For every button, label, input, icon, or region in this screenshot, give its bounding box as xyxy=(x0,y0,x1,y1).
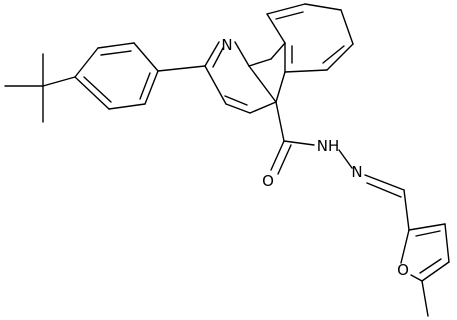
bond xyxy=(234,41,250,67)
bond xyxy=(322,45,345,64)
atom-nh-hydrazide: NH xyxy=(317,137,340,155)
bond xyxy=(97,42,135,49)
atom-n-quinoline: N xyxy=(221,36,232,54)
bond xyxy=(284,69,328,73)
bond xyxy=(304,3,342,11)
bond xyxy=(266,13,286,44)
bond xyxy=(249,101,277,114)
bond xyxy=(100,50,132,56)
bond xyxy=(421,261,450,282)
bond xyxy=(266,3,306,15)
bond xyxy=(275,11,304,20)
bond xyxy=(133,42,159,72)
bond xyxy=(157,65,206,72)
bond xyxy=(415,230,441,237)
bond xyxy=(408,223,446,231)
bond xyxy=(277,144,292,175)
atom-labels: N O NH N O xyxy=(221,36,409,279)
bond xyxy=(108,103,146,110)
bond xyxy=(364,174,405,191)
bond xyxy=(283,140,315,146)
atom-o-carbonyl: O xyxy=(262,172,274,190)
bond xyxy=(400,229,410,264)
bond xyxy=(340,9,354,45)
bond xyxy=(326,43,354,71)
bond xyxy=(419,258,442,274)
bond xyxy=(410,274,423,282)
bond xyxy=(204,65,227,105)
bond xyxy=(139,72,151,100)
bond xyxy=(224,95,248,106)
bond xyxy=(204,41,220,67)
bond xyxy=(212,47,224,68)
bond xyxy=(74,47,99,78)
bond xyxy=(248,65,277,103)
bond xyxy=(403,189,410,231)
bonds xyxy=(4,3,450,317)
bond xyxy=(74,76,110,110)
bond xyxy=(338,149,353,169)
bond xyxy=(270,42,286,60)
bond xyxy=(42,76,76,87)
bond xyxy=(83,76,112,103)
bond xyxy=(444,223,450,263)
bond xyxy=(275,71,286,103)
atom-o-furan: O xyxy=(397,261,409,279)
bond xyxy=(275,101,285,142)
bond xyxy=(270,140,285,171)
bond xyxy=(225,103,251,114)
bond xyxy=(248,58,272,67)
bond xyxy=(144,70,159,105)
atom-n-imine: N xyxy=(351,163,362,181)
bond xyxy=(421,280,429,317)
bond xyxy=(366,182,402,198)
